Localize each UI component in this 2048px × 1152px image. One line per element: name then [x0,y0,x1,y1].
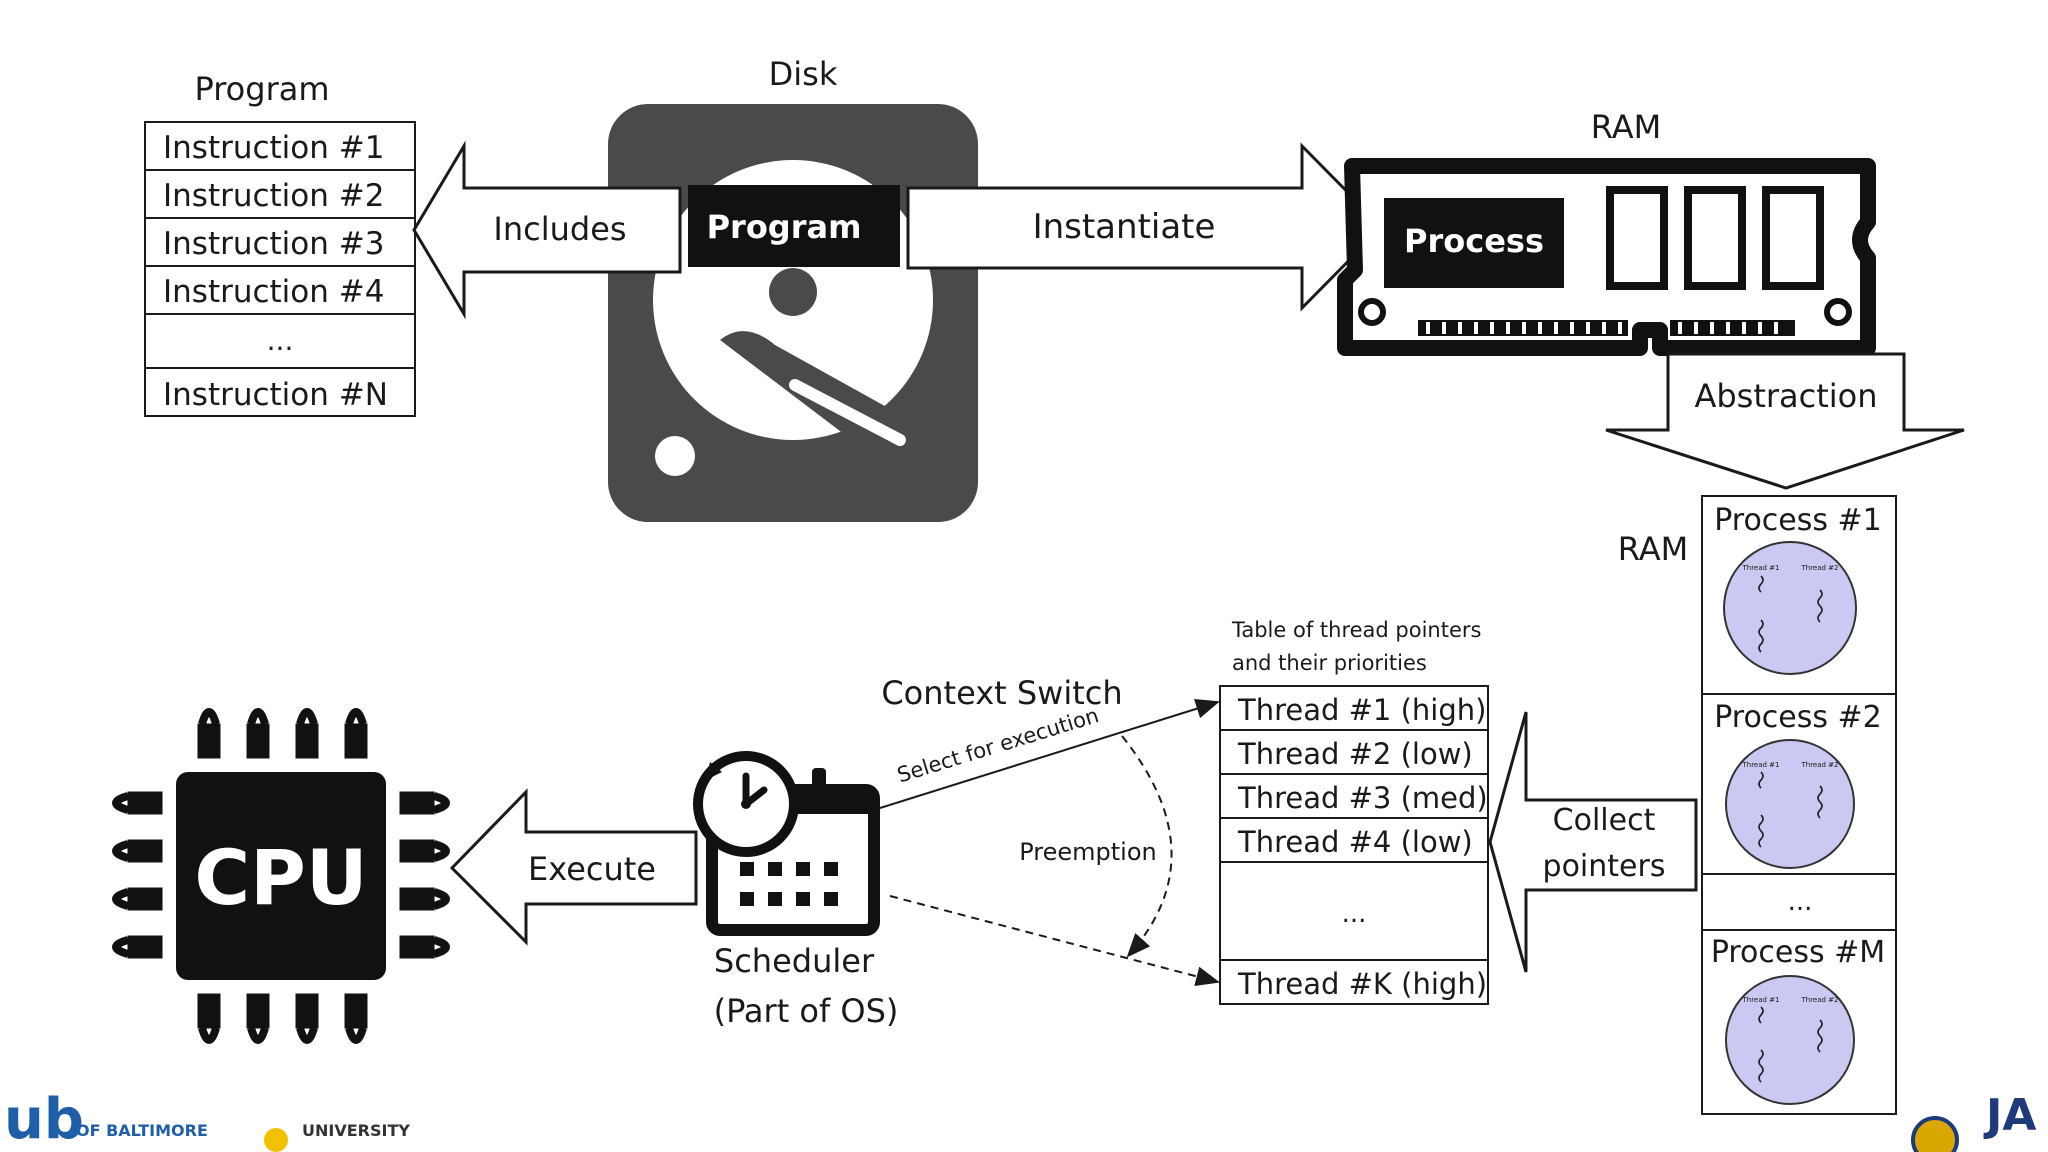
thread-row-2: Thread #2 (low) [1237,737,1473,771]
process-1: Process #1 Thread #1 Thread #2 [1714,503,1882,675]
ram-right-label: RAM [1618,530,1688,568]
execute-label: Execute [528,850,656,888]
abstraction-arrow: Abstraction [1605,352,1965,490]
footer-logo-right: JA [1983,1090,2036,1141]
scheduler-label: Scheduler [714,942,875,980]
context-switch-connectors: Context Switch Select for execution Pree… [879,674,1220,987]
ram-top-label: RAM [1591,108,1661,146]
thread-row-3: Thread #3 (med) [1237,781,1488,815]
thread-table: Table of thread pointers and their prior… [1219,618,1489,1005]
instruction-1: Instruction #1 [163,130,384,166]
abstraction-label: Abstraction [1694,377,1877,415]
instruction-ellipsis: ... [267,324,294,357]
disk-program-label: Program [707,208,862,246]
thread-row-4: Thread #4 (low) [1237,825,1473,859]
instantiate-label: Instantiate [1033,207,1216,247]
instruction-3: Instruction #3 [163,226,384,262]
select-arrow [879,699,1220,809]
execute-arrow: Execute [449,788,698,946]
footer-logos: ub OF BALTIMORE UNIVERSITY JA [4,1087,2036,1152]
process-1-thread-2-label: Thread #2 [1800,564,1838,572]
process-ellipsis: ... [1788,887,1813,917]
process-m-label: Process #M [1711,935,1885,970]
ram-process-label: Process [1404,222,1544,260]
includes-label: Includes [493,210,626,248]
process-m-thread-2-label: Thread #2 [1800,996,1838,1004]
thread-row-k: Thread #K (high) [1237,967,1487,1001]
collect-label-line2: pointers [1543,849,1666,884]
process-column: RAM Process #1 Thread #1 Thread #2 Proce… [1618,495,1897,1115]
disk-label: Disk [769,55,838,93]
process-2: Process #2 Thread #1 Thread #2 [1714,700,1882,869]
disk-program-box [688,185,900,267]
instruction-2: Instruction #2 [163,178,384,214]
footer-logo-mid-sub: UNIVERSITY [302,1121,410,1140]
dashed-select-arrow [889,895,1220,987]
thread-row-ellipsis: ... [1342,899,1367,929]
preemption-arc [1121,735,1173,958]
thread-table-caption-1: Table of thread pointers [1231,618,1481,642]
cpu-chip: CPU [112,708,450,1044]
scheduler: Scheduler (Part of OS) [693,751,899,1030]
instruction-rows [144,121,416,417]
thread-row-1: Thread #1 (high) [1237,693,1486,727]
collect-pointers-arrow: Collect pointers [1488,711,1698,973]
scheduler-sublabel: (Part of OS) [714,992,899,1030]
footer-right-seal-icon [1911,1116,1959,1152]
select-for-execution-label: Select for execution [894,703,1101,787]
ram-module: RAM Process [1337,108,1876,356]
process-1-thread-1-label: Thread #1 [1741,564,1779,572]
instantiate-arrow: Instantiate [906,142,1385,312]
includes-arrow: Includes [412,140,682,320]
process-2-thread-2-label: Thread #2 [1800,761,1838,769]
footer-logo-left: ub [4,1087,84,1152]
disk: Disk Program [608,55,978,522]
cpu-label: CPU [194,833,367,922]
thread-table-caption-2: and their priorities [1232,651,1427,675]
context-switch-label: Context Switch [881,674,1122,712]
collect-label-line1: Collect [1553,803,1656,838]
instruction-4: Instruction #4 [163,274,384,310]
calendar-clock-icon [693,751,880,936]
preemption-label: Preemption [1019,838,1157,866]
process-2-label: Process #2 [1714,700,1882,735]
instruction-n: Instruction #N [163,377,388,413]
process-2-thread-1-label: Thread #1 [1741,761,1779,769]
process-1-label: Process #1 [1714,503,1882,538]
footer-logo-left-sub: OF BALTIMORE [76,1121,208,1140]
process-m-thread-1-label: Thread #1 [1741,996,1779,1004]
hard-drive-icon [608,104,978,522]
program-list-title: Program [194,70,329,108]
ram-process-box [1384,198,1564,288]
cpu-chip-icon [112,708,450,1044]
program-instruction-list: Program Instruction #1 Instruction #2 In… [144,70,416,417]
process-m: Process #M Thread #1 Thread #2 [1711,935,1885,1105]
footer-seal-icon [264,1128,288,1152]
